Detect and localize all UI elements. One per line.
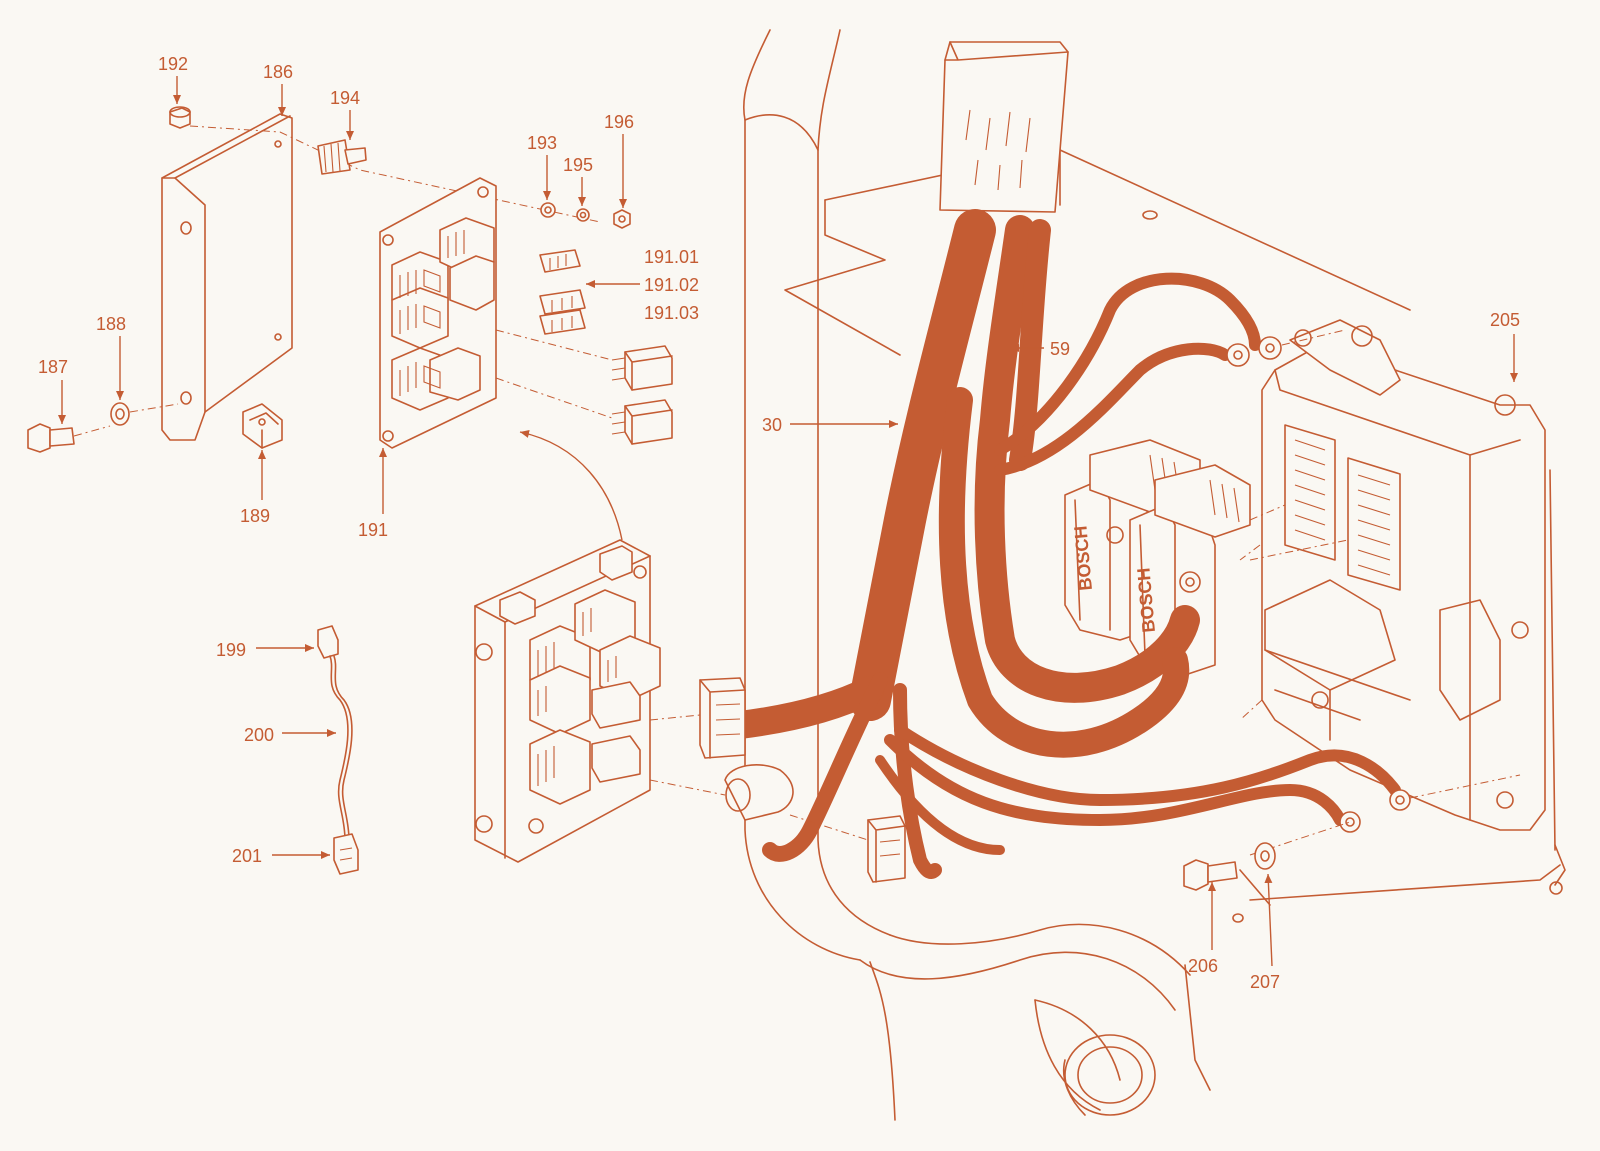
callout-201: 201 — [232, 846, 262, 866]
explode-arrow — [519, 430, 623, 541]
relay-board-191 — [379, 177, 497, 449]
callout-205: 205 — [1490, 310, 1520, 330]
callout-195: 195 — [563, 155, 593, 175]
callout-200: 200 — [244, 725, 274, 745]
relay-board-assembled — [474, 539, 661, 863]
mini-fuses — [539, 249, 586, 335]
callout-192: 192 — [158, 54, 188, 74]
callout-30: 30 — [762, 415, 782, 435]
callout-199: 199 — [216, 640, 246, 660]
callout-187: 187 — [38, 357, 68, 377]
ecu-connectors: BOSCH BOSCH — [1064, 439, 1349, 676]
bolt-187 — [27, 423, 111, 453]
washer-207 — [1254, 842, 1276, 870]
washer-188 — [110, 402, 179, 426]
clip-189 — [242, 403, 283, 449]
callout-59: 59 — [1050, 339, 1070, 359]
callouts: 192 186 194 193 196 195 191.01 191.02 19… — [38, 54, 1520, 992]
harness-connectors — [649, 677, 906, 883]
callout-191-01: 191.01 — [644, 247, 699, 267]
callout-194: 194 — [330, 88, 360, 108]
wire-harness — [726, 41, 1521, 879]
callout-186: 186 — [263, 62, 293, 82]
bolt-206 — [1183, 859, 1238, 891]
callout-207: 207 — [1250, 972, 1280, 992]
hardware-small — [540, 202, 631, 229]
callout-189: 189 — [240, 506, 270, 526]
callout-191: 191 — [358, 520, 388, 540]
callout-206: 206 — [1188, 956, 1218, 976]
standoff-194 — [317, 139, 367, 175]
pigtail-cable — [317, 625, 359, 875]
callout-193: 193 — [527, 133, 557, 153]
callout-191-03: 191.03 — [644, 303, 699, 323]
screw-192 — [169, 106, 191, 129]
callout-196: 196 — [604, 112, 634, 132]
ecu-205 — [1239, 319, 1546, 831]
callout-191-02: 191.02 — [644, 275, 699, 295]
relays-exploded — [495, 329, 673, 445]
callout-188: 188 — [96, 314, 126, 334]
